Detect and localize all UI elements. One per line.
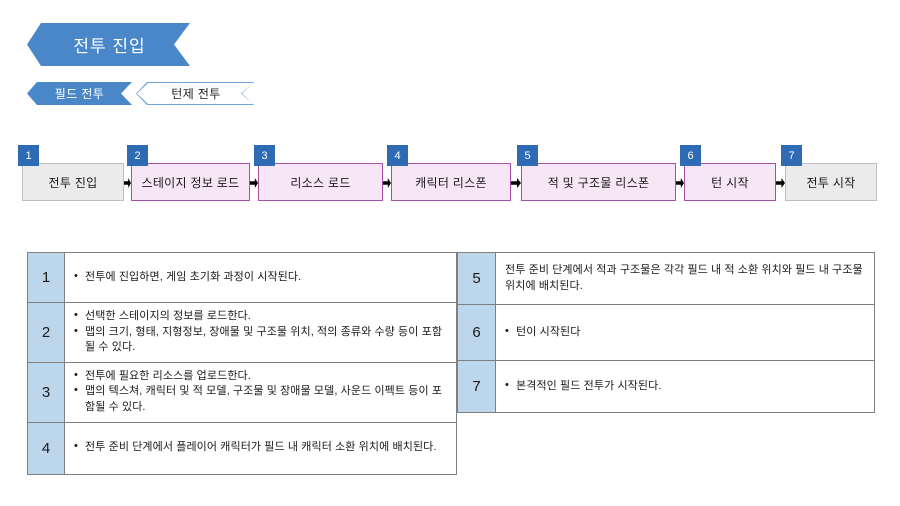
right-arrow-icon <box>124 176 131 188</box>
row-number-cell: 1 <box>27 252 65 303</box>
row-bullet-list: 전투에 필요한 리소스를 업로드한다.맵의 텍스쳐, 캐릭터 및 적 모델, 구… <box>74 368 448 416</box>
row-number-cell: 5 <box>457 252 496 305</box>
page-title-chevron: 전투 진입 <box>27 23 190 66</box>
list-item: 본격적인 필드 전투가 시작된다. <box>505 378 866 395</box>
sub-chevron-turn-battle[interactable]: 턴제 전투 <box>136 82 254 105</box>
row-description-cell: 턴이 시작된다 <box>495 304 875 361</box>
flow-node-1[interactable]: 전투 진입 <box>22 163 124 201</box>
right-arrow-icon <box>250 176 258 188</box>
flow-node-4[interactable]: 캐릭터 리스폰 <box>391 163 511 201</box>
flow-node-badge-3: 3 <box>254 145 275 166</box>
row-bullet-list: 선택한 스테이지의 정보를 로드한다.맵의 크기, 형태, 지형정보, 장애물 … <box>74 308 448 356</box>
table-row: 1 전투에 진입하면, 게임 초기화 과정이 시작된다. <box>27 252 457 303</box>
detail-table-left-body: 1전투에 진입하면, 게임 초기화 과정이 시작된다.2선택한 스테이지의 정보… <box>27 252 457 475</box>
row-description-cell: 선택한 스테이지의 정보를 로드한다.맵의 크기, 형태, 지형정보, 장애물 … <box>64 302 457 363</box>
detail-table-left: 1전투에 진입하면, 게임 초기화 과정이 시작된다.2선택한 스테이지의 정보… <box>27 252 457 475</box>
list-item: 전투에 필요한 리소스를 업로드한다. <box>74 368 448 385</box>
flow-diagram: 전투 진입 1 스테이지 정보 로드 2 리소스 로드 3 캐릭터 리스폰 4 적 및 구조물 … <box>0 145 900 207</box>
row-bullet-list: 턴이 시작된다 <box>505 324 866 341</box>
row-description-cell: 전투에 진입하면, 게임 초기화 과정이 시작된다. <box>64 252 457 303</box>
sub-chevron-field-battle[interactable]: 필드 전투 <box>27 82 132 105</box>
row-number-cell: 4 <box>27 421 65 475</box>
row-number-cell: 2 <box>27 302 65 363</box>
right-arrow-icon <box>511 176 521 188</box>
table-row: 6 턴이 시작된다 <box>457 304 875 361</box>
flow-node-5[interactable]: 적 및 구조물 리스폰 <box>521 163 676 201</box>
detail-table-right-body: 5 전투 준비 단계에서 적과 구조물은 각각 필드 내 적 소환 위치와 필드 … <box>457 252 875 413</box>
row-number-cell: 3 <box>27 361 65 423</box>
sub-chevron-label: 필드 전투 <box>54 87 105 101</box>
flow-node-badge-6: 6 <box>680 145 701 166</box>
detail-table-right: 5 전투 준비 단계에서 적과 구조물은 각각 필드 내 적 소환 위치와 필드 … <box>457 252 875 413</box>
flow-node-6[interactable]: 턴 시작 <box>684 163 776 201</box>
table-row: 2선택한 스테이지의 정보를 로드한다.맵의 크기, 형태, 지형정보, 장애물… <box>27 302 457 363</box>
table-row: 5 전투 준비 단계에서 적과 구조물은 각각 필드 내 적 소환 위치와 필드 … <box>457 252 875 305</box>
row-bullet-list: 전투 준비 단계에서 적과 구조물은 각각 필드 내 적 소환 위치와 필드 내… <box>505 263 866 294</box>
row-description-cell: 전투 준비 단계에서 플레이어 캐릭터가 필드 내 캐릭터 소환 위치에 배치된… <box>64 421 457 475</box>
page-title: 전투 진입 <box>73 37 146 56</box>
flow-node-3[interactable]: 리소스 로드 <box>258 163 383 201</box>
flow-node-label: 전투 시작 <box>806 175 856 190</box>
row-bullet-list: 전투에 진입하면, 게임 초기화 과정이 시작된다. <box>74 269 448 286</box>
flow-node-label: 적 및 구조물 리스폰 <box>547 175 650 190</box>
list-item: 맵의 크기, 형태, 지형정보, 장애물 및 구조물 위치, 적의 종류와 수량… <box>74 324 448 356</box>
row-description-cell: 전투 준비 단계에서 적과 구조물은 각각 필드 내 적 소환 위치와 필드 내… <box>495 252 875 305</box>
flow-node-7[interactable]: 전투 시작 <box>785 163 877 201</box>
flow-node-label: 턴 시작 <box>711 175 749 190</box>
flow-node-label: 스테이지 정보 로드 <box>141 175 240 190</box>
chevron-inner-shape <box>137 83 253 104</box>
right-arrow-icon <box>676 176 684 188</box>
list-item: 맵의 텍스쳐, 캐릭터 및 적 모델, 구조물 및 장애물 모델, 사운드 이펙… <box>74 383 448 415</box>
row-number-cell: 7 <box>457 360 496 413</box>
sub-chevron-label: 턴제 전투 <box>171 87 221 101</box>
row-description-cell: 본격적인 필드 전투가 시작된다. <box>495 360 875 413</box>
list-item: 전투에 진입하면, 게임 초기화 과정이 시작된다. <box>74 269 448 286</box>
list-item: 턴이 시작된다 <box>505 324 866 341</box>
flow-node-badge-4: 4 <box>387 145 408 166</box>
list-item: 전투 준비 단계에서 플레이어 캐릭터가 필드 내 캐릭터 소환 위치에 배치된… <box>74 439 448 456</box>
flow-node-badge-5: 5 <box>517 145 538 166</box>
row-number-cell: 6 <box>457 304 496 361</box>
table-row: 3전투에 필요한 리소스를 업로드한다.맵의 텍스쳐, 캐릭터 및 적 모델, … <box>27 361 457 423</box>
table-row: 7 본격적인 필드 전투가 시작된다. <box>457 360 875 413</box>
list-item: 선택한 스테이지의 정보를 로드한다. <box>74 308 448 325</box>
row-description-cell: 전투에 필요한 리소스를 업로드한다.맵의 텍스쳐, 캐릭터 및 적 모델, 구… <box>64 361 457 423</box>
flow-node-2[interactable]: 스테이지 정보 로드 <box>131 163 250 201</box>
table-row: 4 전투 준비 단계에서 플레이어 캐릭터가 필드 내 캐릭터 소환 위치에 배치… <box>27 421 457 475</box>
right-arrow-icon <box>383 176 391 188</box>
right-arrow-icon <box>776 176 785 188</box>
flow-node-label: 리소스 로드 <box>290 175 351 190</box>
flow-node-label: 캐릭터 리스폰 <box>415 175 487 190</box>
row-bullet-list: 전투 준비 단계에서 플레이어 캐릭터가 필드 내 캐릭터 소환 위치에 배치된… <box>74 439 448 456</box>
flow-node-badge-1: 1 <box>18 145 39 166</box>
list-item: 전투 준비 단계에서 적과 구조물은 각각 필드 내 적 소환 위치와 필드 내… <box>505 263 863 292</box>
row-bullet-list: 본격적인 필드 전투가 시작된다. <box>505 378 866 395</box>
flow-node-badge-2: 2 <box>127 145 148 166</box>
flow-node-badge-7: 7 <box>781 145 802 166</box>
flow-node-label: 전투 진입 <box>48 175 98 190</box>
